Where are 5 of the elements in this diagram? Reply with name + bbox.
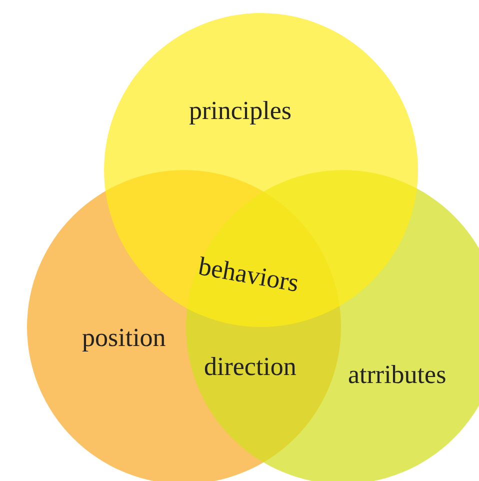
circle-label: position — [82, 325, 166, 351]
circle-label: atrributes — [348, 362, 446, 388]
overlap-label: direction — [204, 354, 296, 380]
overlap-label: behaviors — [196, 253, 301, 297]
circle-label: principles — [189, 98, 292, 124]
